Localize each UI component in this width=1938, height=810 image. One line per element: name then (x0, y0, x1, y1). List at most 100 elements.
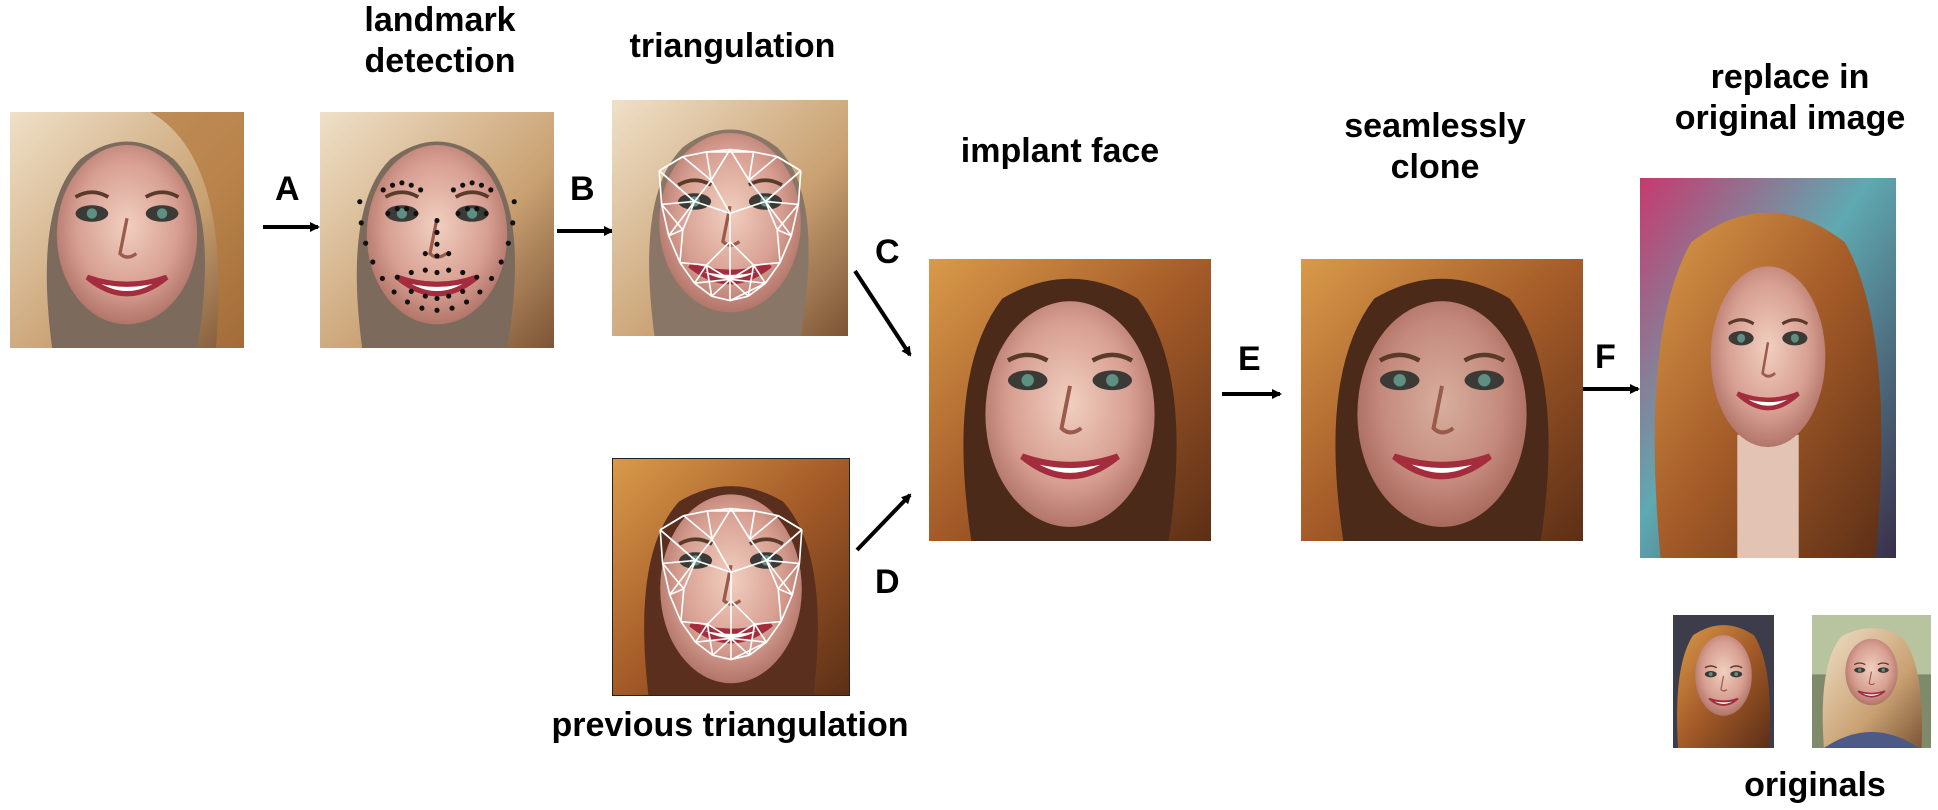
mesh-edge (694, 538, 713, 561)
mesh-edge (749, 510, 756, 540)
mesh-edge (730, 507, 755, 512)
mesh-edge (679, 261, 707, 267)
mesh-edge (695, 559, 732, 574)
landmark-dot (511, 199, 517, 205)
final-result-image (1640, 178, 1896, 558)
landmark-dot (460, 182, 466, 188)
mesh-edge (747, 282, 766, 297)
input-face-image (10, 112, 244, 348)
mesh-edge (680, 588, 685, 622)
mesh-edge (754, 510, 779, 517)
triangulation-label: triangulation (629, 27, 836, 65)
mesh-edge (711, 295, 731, 302)
landmark-dot (483, 210, 489, 217)
mesh-edge (729, 278, 749, 297)
landmark-dot (434, 217, 440, 224)
mesh-edge (777, 588, 793, 596)
mesh-edge (694, 623, 709, 643)
landmark-dot (488, 187, 494, 193)
landmark-dot (434, 295, 440, 302)
mesh-edge (765, 560, 779, 590)
mesh-edge (764, 170, 802, 203)
landmark-dot (505, 240, 511, 246)
mesh-edge (706, 623, 732, 640)
step-d-label: D (875, 563, 900, 601)
landmark-dot (489, 275, 495, 282)
mesh-edge (749, 538, 768, 561)
landmark-dot (434, 229, 440, 235)
landmark-dot (404, 299, 411, 305)
mesh-edge (661, 200, 695, 206)
arrow-c-icon (853, 269, 912, 357)
mesh-edge (710, 149, 731, 181)
landmark-dot (389, 182, 396, 188)
landmark-dot (449, 305, 455, 311)
step-e-label: E (1238, 340, 1261, 378)
mesh-edge (682, 156, 712, 181)
mesh-edge (780, 594, 794, 622)
landmark-dot (419, 305, 425, 311)
landmark-dot (408, 182, 414, 188)
landmark-dot (434, 269, 440, 276)
mesh-edge (798, 529, 803, 564)
mesh-edge (694, 200, 731, 215)
mesh-edge (765, 621, 782, 643)
landmark-detection-image (320, 112, 554, 348)
landmark-dot (474, 206, 480, 212)
step-a-label: A (275, 170, 300, 208)
landmark-dot (477, 289, 483, 295)
seamlessly-clone-label: seamlessly clone (1344, 107, 1526, 187)
mesh-edge (776, 155, 802, 172)
mesh-edge (729, 200, 766, 215)
mesh-edge (668, 594, 682, 622)
mesh-edge (662, 559, 696, 565)
mesh-edge (776, 229, 792, 237)
landmark-dot (478, 182, 485, 188)
mesh-edge (706, 600, 732, 625)
landmark-dot (413, 210, 419, 217)
landmark-dot (446, 293, 452, 299)
mesh-edge (705, 264, 731, 281)
mesh-edge (658, 170, 663, 205)
previous-triangulation-label: previous triangulation (551, 706, 909, 744)
mesh-edge (658, 170, 696, 203)
landmark-dot (510, 220, 516, 226)
landmark-dots-overlay (357, 180, 517, 313)
mesh-edge (705, 241, 731, 266)
mesh-edge (660, 203, 684, 231)
landmark-dot (422, 251, 428, 257)
mesh-edge (712, 637, 732, 656)
mesh-edge (682, 201, 696, 231)
triangulation-image (612, 100, 848, 336)
originals-label: originals (1744, 766, 1886, 804)
mesh-edge (695, 637, 732, 644)
mesh-edge (753, 261, 781, 267)
landmark-dot (464, 206, 470, 212)
mesh-edge (659, 529, 697, 562)
mesh-edge (777, 514, 803, 531)
mesh-edge (748, 151, 755, 181)
landmark-detection-label: landmark detection (364, 1, 516, 81)
mesh-edge (683, 560, 697, 590)
landmark-dot (422, 293, 428, 299)
landmark-dot (446, 267, 452, 273)
mesh-edge (753, 151, 778, 158)
landmark-dot (418, 187, 424, 193)
mesh-edge (658, 155, 684, 172)
landmark-dot (363, 240, 369, 246)
mesh-edge (730, 559, 767, 574)
mesh-edge (668, 229, 684, 237)
step-c-label: C (875, 233, 900, 271)
triangulation-mesh-overlay (659, 507, 803, 661)
mesh-edge (765, 200, 799, 206)
mesh-edge (683, 515, 713, 540)
landmark-dot (379, 275, 385, 282)
mesh-edge (747, 265, 755, 297)
landmark-dot (357, 199, 363, 205)
original-painting-image (1673, 615, 1774, 748)
mesh-edge (730, 641, 767, 661)
mesh-edge (680, 621, 697, 643)
mesh-edge (729, 264, 755, 281)
mesh-edge (764, 201, 778, 231)
